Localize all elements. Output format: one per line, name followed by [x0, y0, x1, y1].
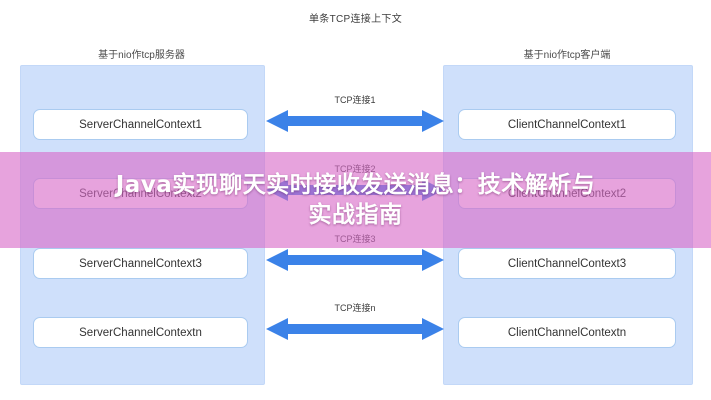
client-context-box-3[interactable]: ClientChannelContext3	[458, 248, 676, 279]
client-panel-header: 基于nio作tcp客户端	[523, 50, 611, 61]
overlay-title-line-1: Java实现聊天实时接收发送消息：技术解析与	[115, 172, 596, 198]
connection-arrow-1	[266, 110, 444, 132]
connection-label-n: TCP连接n	[334, 303, 376, 313]
server-context-box-n[interactable]: ServerChannelContextn	[33, 317, 248, 348]
connection-arrow-n	[266, 318, 444, 340]
server-context-box-1[interactable]: ServerChannelContext1	[33, 109, 248, 140]
server-panel-header: 基于nio作tcp服务器	[98, 50, 185, 61]
server-context-box-3[interactable]: ServerChannelContext3	[33, 248, 248, 279]
client-context-box-1[interactable]: ClientChannelContext1	[458, 109, 676, 140]
diagram-title: 单条TCP连接上下文	[309, 14, 402, 25]
client-context-box-n[interactable]: ClientChannelContextn	[458, 317, 676, 348]
connection-label-1: TCP连接1	[334, 95, 376, 105]
overlay-title-line-2: 实战指南	[308, 202, 403, 228]
overlay-title-banner: Java实现聊天实时接收发送消息：技术解析与 实战指南	[0, 152, 711, 248]
connection-arrow-3	[266, 249, 444, 271]
